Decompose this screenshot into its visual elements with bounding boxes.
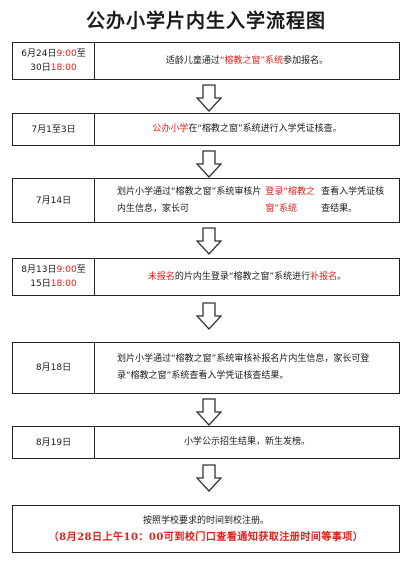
text-segment: 8月13日 xyxy=(21,265,57,275)
text-segment: 的片内生登录“榕教之窗”系统进行 xyxy=(174,271,311,282)
step-4-date-line2: 15日18:00 xyxy=(30,277,76,291)
step-6-date-line1: 8月19日 xyxy=(36,436,71,450)
highlight-text: 登录“榕教之窗”系统 xyxy=(265,186,316,214)
text-segment: 8月18日 xyxy=(35,363,72,373)
final-step-text: 按照学校要求的时间到校注册。 xyxy=(142,516,269,526)
down-arrow-icon xyxy=(196,302,222,330)
text-segment: 参加报名。 xyxy=(283,55,329,66)
step-3-desc: 划片小学通过“榕教之窗”系统审核片内生信息，家长可登录“榕教之窗”系统查看入学凭… xyxy=(95,179,399,222)
step-6-date: 8月19日 xyxy=(13,427,95,458)
step-2-desc: 公办小学在“榕教之窗”系统进行入学凭证核查。 xyxy=(95,114,399,145)
step-4-desc: 未报名的片内生登录“榕教之窗”系统进行补报名。 xyxy=(95,259,399,295)
highlight-text: 18:00 xyxy=(50,63,77,73)
highlight-text: 18:00 xyxy=(50,279,77,289)
step-1-date-line1: 6月24日9:00至 xyxy=(21,47,85,61)
page-title: 公办小学片内生入学流程图 xyxy=(85,10,326,32)
step-3-box: 7月14日 划片小学通过“榕教之窗”系统审核片内生信息，家长可登录“榕教之窗”系… xyxy=(12,178,400,223)
step-5-box: 8月18日 划片小学通过“榕教之窗”系统审核补报名片内生信息，家长可登录“榕教之… xyxy=(12,342,400,394)
step-5-desc: 划片小学通过“榕教之窗”系统审核补报名片内生信息，家长可登录“榕教之窗”系统查看… xyxy=(95,343,399,393)
text-segment: 至 xyxy=(76,49,86,59)
highlight-text: 补报名 xyxy=(310,271,338,282)
down-arrow-icon xyxy=(196,150,222,178)
highlight-text: 9:00 xyxy=(56,265,77,275)
step-3-date: 7月14日 xyxy=(13,179,95,222)
text-segment: 7月1至3日 xyxy=(31,124,76,135)
text-segment: 查看入学凭证核查结果。 xyxy=(321,186,385,214)
step-3-date-line1: 7月14日 xyxy=(36,194,71,208)
step-5-date-line1: 8月18日 xyxy=(36,361,71,375)
down-arrow-icon xyxy=(196,464,222,492)
text-segment: 至 xyxy=(76,265,86,275)
highlight-text: 未报名 xyxy=(147,271,175,282)
step-1-date-line2: 30日18:00 xyxy=(30,61,76,75)
final-step-box: 按照学校要求的时间到校注册。 （8月28日上午10：00可到校门口查看通知获取注… xyxy=(12,505,400,553)
highlight-text: 公办小学 xyxy=(152,124,189,134)
step-1-desc: 适龄儿童通过“榕教之窗”系统参加报名。 xyxy=(95,43,399,79)
text-segment: 15日 xyxy=(30,279,51,289)
down-arrow-icon xyxy=(196,398,222,426)
down-arrow-icon xyxy=(196,84,222,112)
final-step-note: （8月28日上午10：00可到校门口查看通知获取注册时间等事项） xyxy=(48,532,364,543)
highlight-text: 9:00 xyxy=(56,49,77,59)
step-4-date-line1: 8月13日9:00至 xyxy=(21,263,85,277)
step-2-box: 7月1至3日 公办小学在“榕教之窗”系统进行入学凭证核查。 xyxy=(12,113,400,146)
down-arrow-icon xyxy=(196,227,222,255)
highlight-text: “榕教之窗”系统 xyxy=(219,55,284,66)
text-segment: 小学公示招生结果，新生发榜。 xyxy=(183,437,310,447)
text-segment: 30日 xyxy=(30,63,51,73)
text-segment: 。 xyxy=(337,271,347,282)
step-1-date: 6月24日9:00至 30日18:00 xyxy=(13,43,95,79)
step-4-date: 8月13日9:00至 15日18:00 xyxy=(13,259,95,295)
text-segment: 划片小学通过“榕教之窗”系统审核补报名片内生信息，家长可登录“榕教之窗”系统查看… xyxy=(117,354,370,381)
step-6-box: 8月19日 小学公示招生结果，新生发榜。 xyxy=(12,426,400,459)
text-segment: 6月24日 xyxy=(21,49,57,59)
text-segment: 7月14日 xyxy=(35,195,72,206)
step-2-date-line1: 7月1至3日 xyxy=(31,123,75,137)
text-segment: 适龄儿童通过 xyxy=(165,55,220,66)
text-segment: 划片小学通过“榕教之窗”系统审核片内生信息，家长可 xyxy=(117,186,262,214)
step-2-date: 7月1至3日 xyxy=(13,114,95,145)
text-segment: 在“榕教之窗”系统进行入学凭证核查。 xyxy=(188,124,342,134)
step-5-date: 8月18日 xyxy=(13,343,95,393)
step-1-box: 6月24日9:00至 30日18:00 适龄儿童通过“榕教之窗”系统参加报名。 xyxy=(12,42,400,80)
text-segment: 8月19日 xyxy=(35,437,72,448)
step-4-box: 8月13日9:00至 15日18:00 未报名的片内生登录“榕教之窗”系统进行补… xyxy=(12,258,400,296)
step-6-desc: 小学公示招生结果，新生发榜。 xyxy=(95,427,399,458)
